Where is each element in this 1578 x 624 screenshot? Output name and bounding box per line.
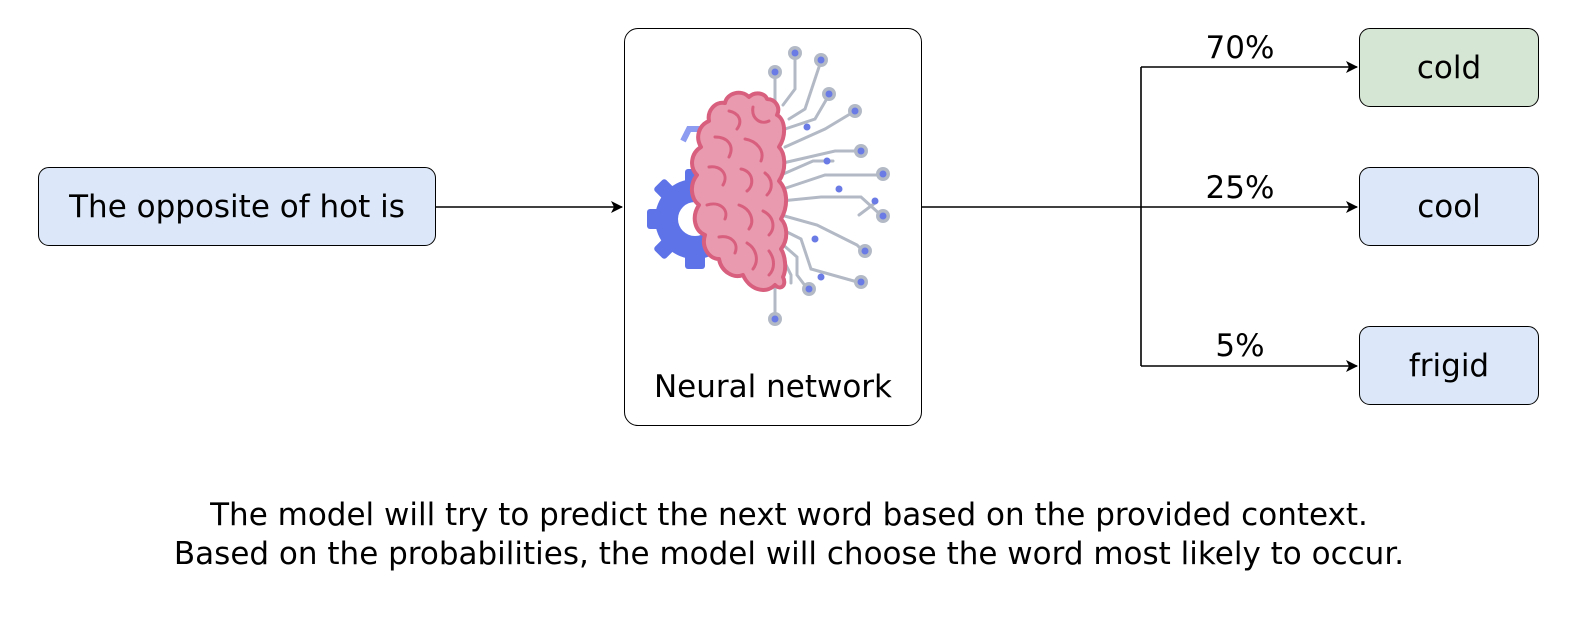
output-word-text: cold	[1416, 49, 1482, 86]
neural-network-box: Neural network	[624, 28, 922, 426]
output-word-box-frigid: frigid	[1359, 326, 1539, 405]
brain-circuit-icon	[647, 46, 890, 326]
input-context-text: The opposite of hot is	[69, 188, 405, 225]
probability-label-frigid: 5%	[1215, 328, 1265, 364]
caption: The model will try to predict the next w…	[0, 496, 1578, 574]
caption-line-2: Based on the probabilities, the model wi…	[173, 536, 1405, 572]
neural-network-label: Neural network	[653, 369, 892, 405]
caption-line-1: The model will try to predict the next w…	[210, 497, 1368, 533]
output-word-text: frigid	[1408, 347, 1490, 384]
output-word-box-cold: cold	[1359, 28, 1539, 107]
output-word-text: cool	[1417, 188, 1481, 225]
brain-icon	[690, 90, 789, 292]
circuit-nodes	[768, 46, 890, 326]
input-context-box: The opposite of hot is	[38, 167, 436, 246]
output-word-box-cool: cool	[1359, 167, 1539, 246]
probability-label-cool: 25%	[1205, 170, 1275, 206]
probability-label-cold: 70%	[1205, 30, 1275, 66]
